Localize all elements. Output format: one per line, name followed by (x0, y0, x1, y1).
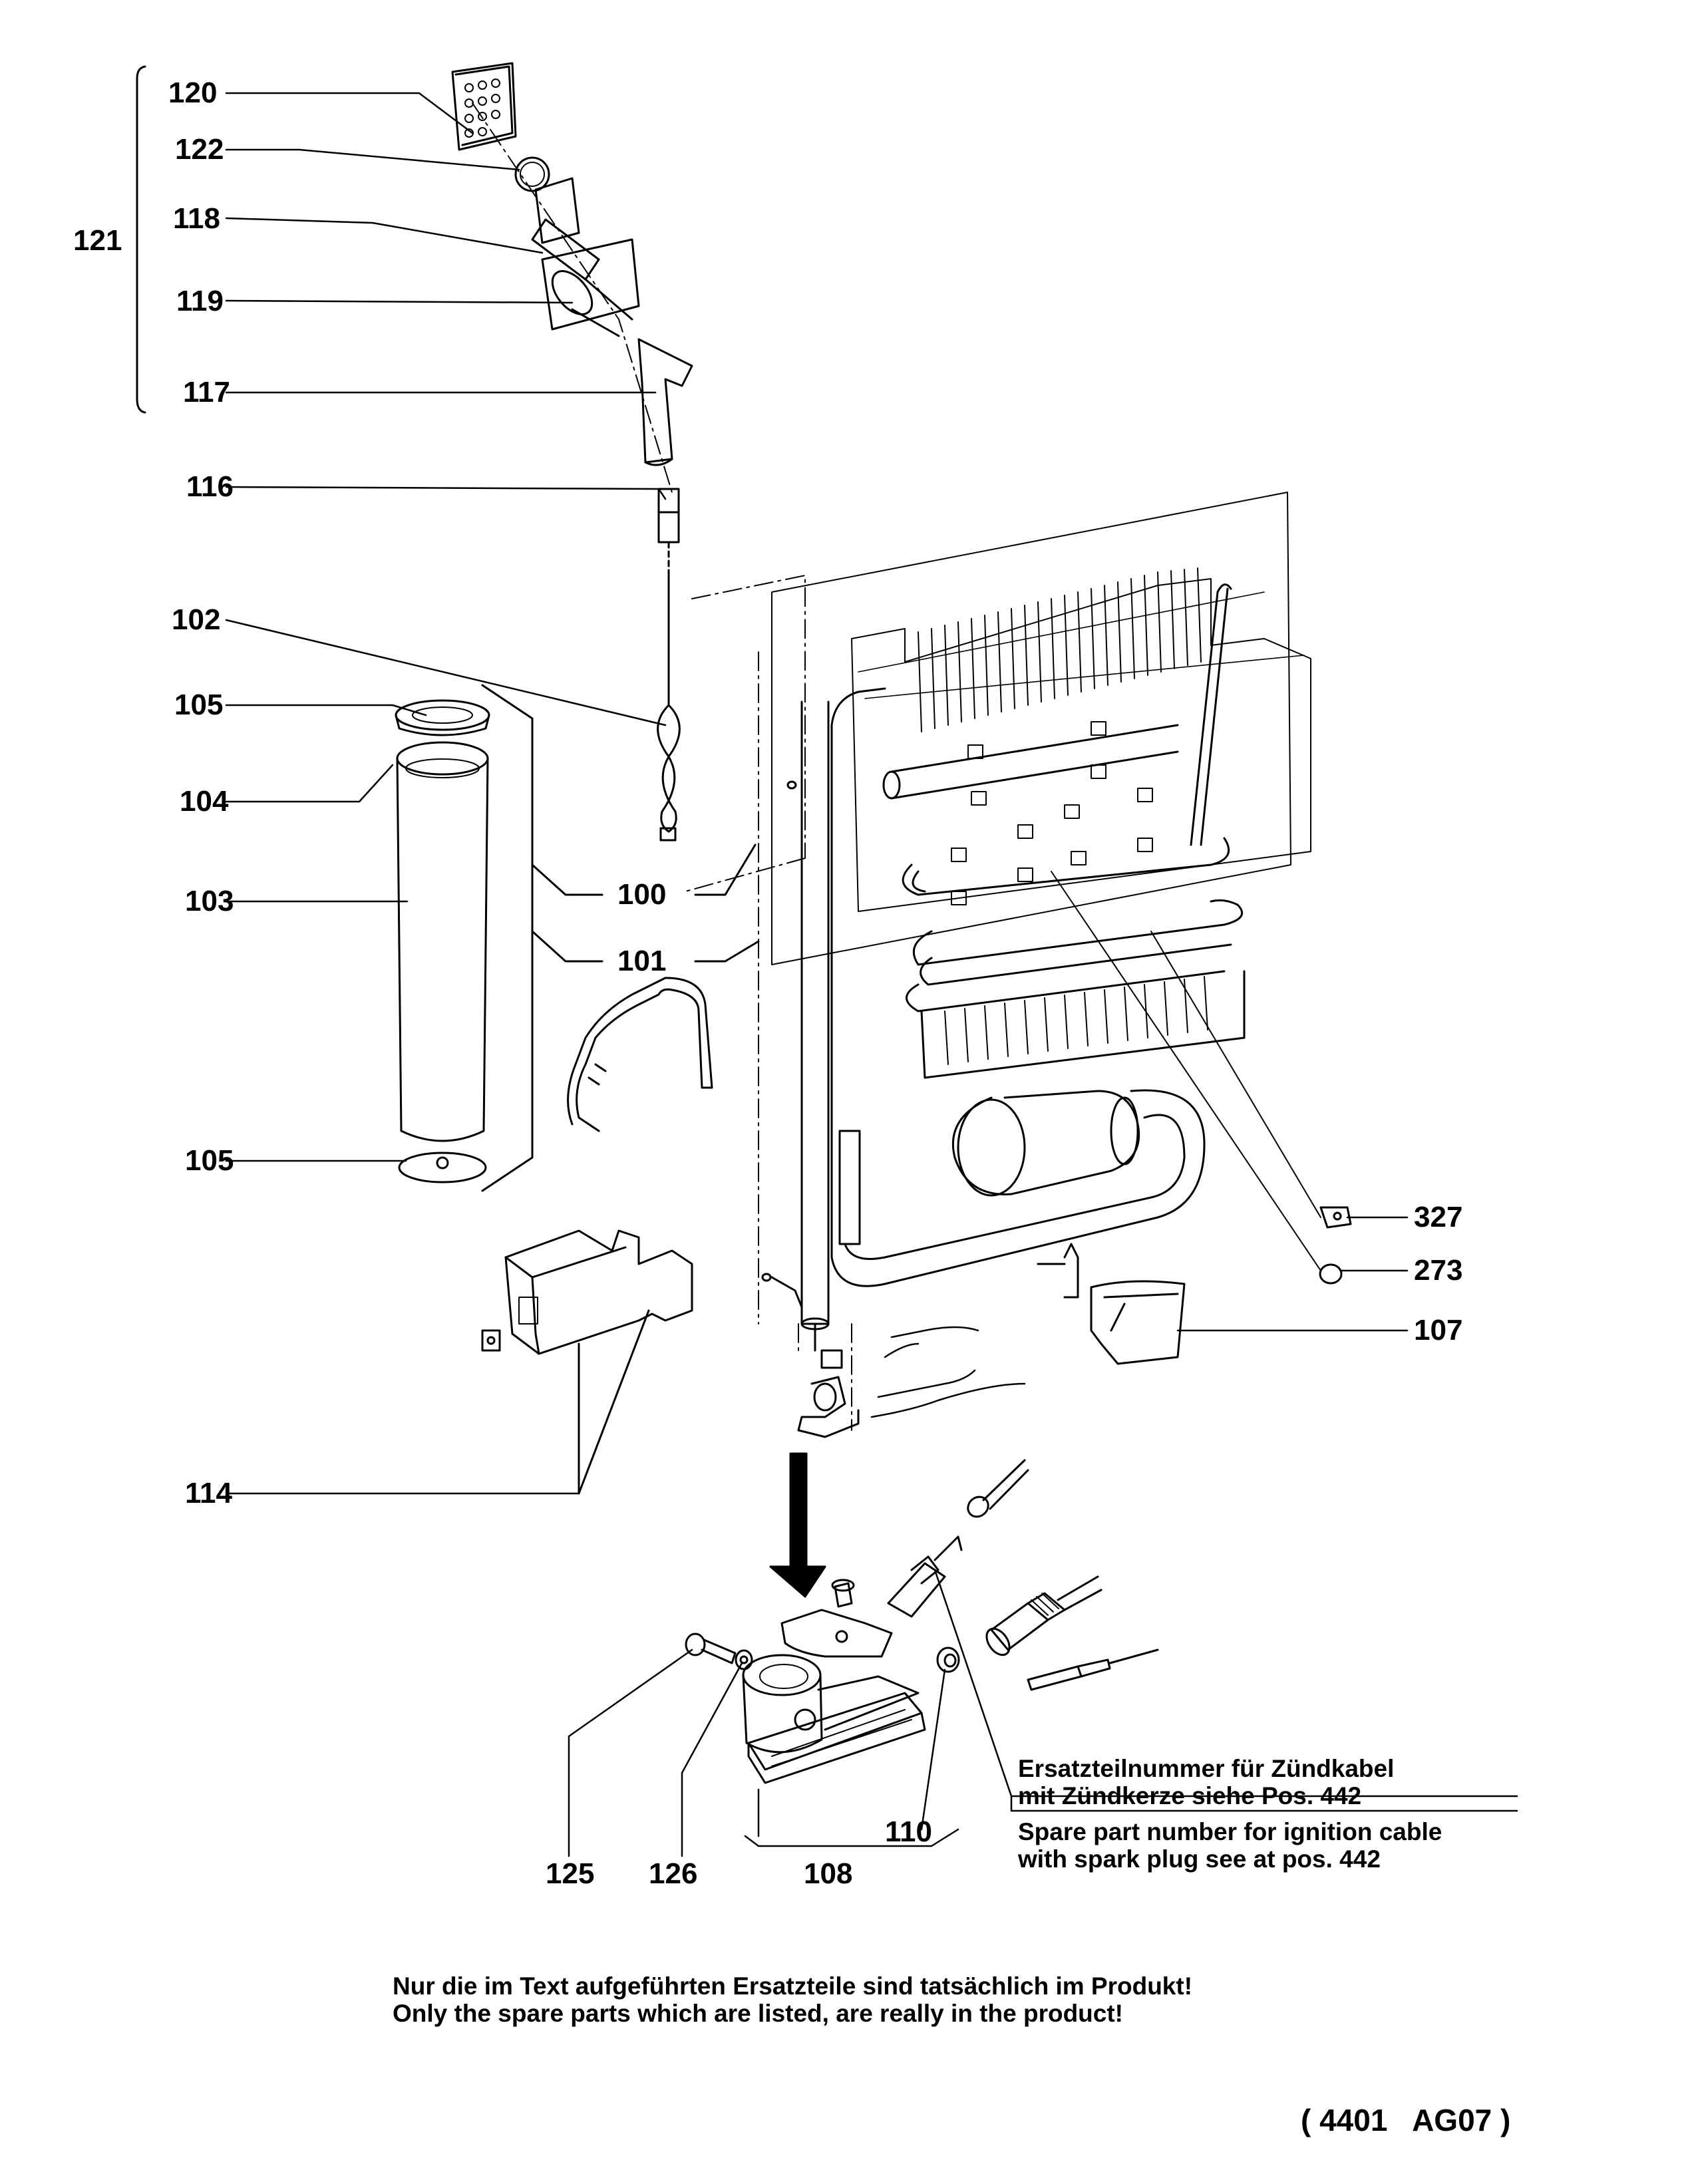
leader-lines (225, 92, 1409, 1495)
footer-note-german: Nur die im Text aufgeführten Ersatzteile… (393, 1972, 1193, 2000)
label-108: 108 (804, 1857, 853, 1890)
label-107: 107 (1414, 1314, 1463, 1346)
burner-small (797, 1349, 860, 1438)
label-117: 117 (183, 376, 230, 408)
cover-107 (1090, 1280, 1186, 1365)
ignition-note-german: Ersatzteilnummer für Zündkabel mit Zündk… (1018, 1755, 1394, 1810)
detail-arrow (769, 1452, 826, 1598)
label-120: 120 (168, 77, 218, 109)
label-119: 119 (176, 285, 224, 317)
group-bracket-121 (136, 65, 146, 414)
label-101: 101 (617, 945, 667, 977)
gas-pipe-101 (567, 977, 713, 1132)
label-126: 126 (649, 1857, 698, 1890)
label-122: 122 (175, 133, 224, 166)
label-105-bottom: 105 (185, 1144, 234, 1177)
cooling-unit (761, 492, 1352, 1352)
label-327: 327 (1414, 1201, 1463, 1233)
ignition-note-english-line1: Spare part number for ignition cable (1018, 1818, 1442, 1845)
drawing-code: ( 4401 AG07 ) (1301, 2103, 1511, 2137)
label-273: 273 (1414, 1254, 1463, 1287)
label-116: 116 (186, 470, 234, 503)
flue-cowl-assembly (451, 62, 693, 842)
burner-bracket-114 (481, 1229, 693, 1355)
label-110: 110 (885, 1815, 932, 1848)
ignition-note-german-line1: Ersatzteilnummer für Zündkabel (1018, 1755, 1395, 1782)
label-118: 118 (173, 202, 220, 235)
label-105-top: 105 (174, 689, 224, 721)
thermocouple-wires (870, 1326, 1026, 1418)
burner-detail-108 (568, 1459, 1518, 1857)
label-100: 100 (617, 878, 667, 911)
label-125: 125 (546, 1857, 595, 1890)
footer-note: Nur die im Text aufgeführten Ersatzteile… (393, 1972, 1192, 2028)
ignition-note-german-line2: mit Zündkerze siehe Pos. 442 (1018, 1782, 1362, 1810)
ignition-note-english: Spare part number for ignition cable wit… (1018, 1818, 1442, 1873)
flue-tube-103 (395, 699, 490, 1183)
label-114: 114 (185, 1477, 232, 1509)
label-121: 121 (73, 224, 122, 257)
assembly-lines (472, 102, 852, 1431)
footer-note-english: Only the spare parts which are listed, a… (393, 2000, 1123, 2028)
label-102: 102 (172, 603, 221, 636)
ignition-note-english-line2: with spark plug see at pos. 442 (1018, 1845, 1381, 1873)
label-103: 103 (185, 885, 234, 917)
group-bracket-103 (481, 684, 534, 1192)
label-104: 104 (180, 785, 229, 818)
